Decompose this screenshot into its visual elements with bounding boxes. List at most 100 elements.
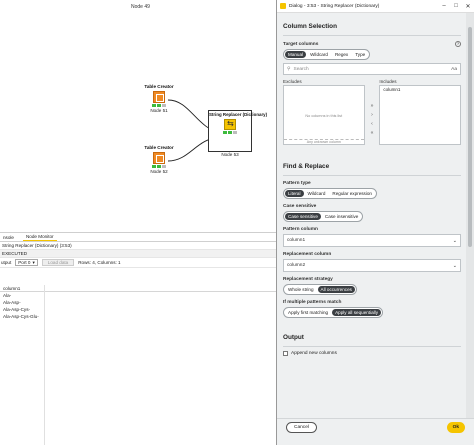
move-all-right-icon[interactable]: » [370, 103, 374, 109]
maximize-button[interactable]: □ [454, 2, 458, 9]
output-label: utput [1, 260, 12, 265]
case-insensitive-option[interactable]: Case insensitive [324, 214, 359, 219]
help-icon[interactable]: ? [455, 41, 461, 47]
case-sensitive-option[interactable]: Case sensitive [285, 213, 321, 220]
node-table-creator-52[interactable]: Table Creator Node 52 [139, 145, 179, 174]
node-status-light [152, 104, 166, 107]
excludes-label: Excludes [283, 79, 302, 84]
pattern-regex[interactable]: Regular expression [332, 191, 372, 196]
tab-console[interactable]: nsole [3, 235, 14, 240]
node-caption: Node 51 [150, 108, 168, 113]
mode-wildcard[interactable]: Wildcard [310, 52, 328, 57]
ok-button[interactable]: Ok [446, 422, 465, 433]
section-output: Output [283, 334, 304, 341]
multiple-patterns-label: If multiple patterns match [283, 300, 342, 305]
node-title: String Replacer (Dictionary) [209, 112, 268, 117]
multiple-patterns-toggle: Apply first matching Apply all sequentia… [283, 307, 383, 318]
pattern-literal[interactable]: Literal [285, 190, 304, 197]
table-row: Ala-Asp-Cys-Glu- [3, 314, 39, 319]
node-status-light [223, 131, 237, 134]
case-sensitive-label: Case sensitive [283, 204, 317, 209]
search-placeholder: Search [293, 66, 309, 72]
dialog-scrollbar[interactable] [466, 13, 474, 418]
section-find-replace: Find & Replace [283, 163, 330, 170]
target-columns-text: Target columns [283, 41, 319, 47]
table-row: Ala-Asp- [3, 300, 21, 305]
strategy-all-occurrences[interactable]: All occurrences [317, 286, 355, 293]
excludes-empty-text: No columns in this list [305, 114, 343, 118]
apply-first-matching[interactable]: Apply first matching [288, 310, 329, 315]
mode-regex[interactable]: Regex [334, 52, 349, 57]
workflow-canvas[interactable]: Node 49 Table Creator Node 51 Table Crea… [0, 0, 276, 232]
port-select-value: Port 0 [18, 260, 31, 265]
column-divider [44, 285, 45, 445]
includes-list[interactable]: column1 [379, 85, 461, 145]
replacement-strategy-label: Replacement strategy [283, 277, 333, 282]
append-columns-label: Append new columns [291, 351, 337, 356]
string-replace-icon [224, 119, 236, 130]
tab-node-monitor[interactable]: Node Monitor [22, 234, 57, 241]
table-row: Ala-Asp-Cys- [3, 307, 31, 312]
replacement-column-label: Replacement column [283, 252, 332, 257]
node-53-caption-wrap: Node 53 [208, 152, 252, 157]
twin-list: Excludes No columns in this list Any unk… [283, 79, 461, 145]
knime-icon [280, 3, 286, 9]
node-title: Table Creator [144, 145, 174, 150]
search-icon: ⚲ [287, 66, 291, 72]
node-dialog: Dialog - 3:53 - String Replacer (Diction… [276, 0, 474, 445]
rows-info: Rows: 4, Columns: 1 [78, 260, 121, 265]
table-row: Ala- [3, 293, 12, 298]
target-columns-label: Target columns ? [283, 41, 461, 47]
pattern-column-value: column1 [287, 238, 306, 243]
node-caption: Node 53 [221, 152, 239, 157]
node-label: Node 49 [131, 4, 150, 10]
replacement-column-select[interactable]: column2 ⌄ [283, 259, 461, 272]
case-toggle: Case sensitive Case insensitive [283, 211, 364, 222]
pattern-wildcard[interactable]: Wildcard [307, 191, 326, 196]
load-data-button[interactable]: Load data [41, 259, 75, 266]
chevron-down-icon: ⌄ [452, 262, 457, 269]
apply-all-sequentially[interactable]: Apply all sequentially [332, 309, 381, 316]
monitor-tabs: nsole Node Monitor [0, 233, 276, 242]
node-string-replacer-53[interactable]: String Replacer (Dictionary) [208, 110, 268, 152]
monitor-node-name: String Replacer (Dictionary) (3:53) [0, 242, 276, 250]
data-table: column1 Ala- Ala-Asp- Ala-Asp-Cys- Ala-A… [0, 285, 276, 445]
cancel-button[interactable]: Cancel [286, 422, 317, 433]
scrollbar-thumb[interactable] [468, 27, 472, 247]
append-columns-checkbox[interactable] [283, 351, 288, 356]
selection-mode-toggle: Manual Wildcard Regex Type [283, 49, 371, 60]
mode-manual[interactable]: Manual [285, 51, 307, 58]
node-status-light [152, 165, 166, 168]
port-select[interactable]: Port 0 ▾ [15, 259, 38, 266]
minimize-button[interactable]: – [442, 2, 446, 9]
node-monitor-panel: nsole Node Monitor String Replacer (Dict… [0, 232, 276, 445]
move-right-icon[interactable]: › [371, 112, 373, 118]
table-creator-icon [153, 152, 165, 164]
replacement-column-value: column2 [287, 263, 306, 268]
move-left-icon[interactable]: ‹ [371, 121, 373, 127]
monitor-status: EXECUTED [0, 250, 276, 258]
node-table-creator-51[interactable]: Table Creator Node 51 [139, 84, 179, 113]
any-unknown-column[interactable]: Any unknown column [284, 139, 364, 144]
monitor-controls: utput Port 0 ▾ Load data Rows: 4, Column… [0, 258, 276, 268]
move-buttons: » › ‹ « [368, 103, 377, 136]
pattern-type-toggle: Literal Wildcard Regular expression [283, 188, 377, 199]
append-columns-row[interactable]: Append new columns [283, 351, 461, 356]
node-caption: Node 52 [150, 169, 168, 174]
strategy-whole-string[interactable]: Whole string [288, 287, 314, 292]
strategy-toggle: Whole string All occurrences [283, 284, 357, 295]
close-button[interactable]: ✕ [465, 3, 471, 10]
dialog-footer: Cancel Ok [277, 418, 474, 445]
table-header[interactable]: column1 [0, 285, 276, 292]
list-item[interactable]: column1 [383, 87, 401, 92]
case-sensitive-toggle[interactable]: Aa [451, 66, 457, 72]
includes-label: Includes [379, 79, 397, 84]
column-search-input[interactable]: ⚲ Search Aa [283, 63, 461, 75]
section-column-selection: Column Selection [283, 23, 337, 30]
mode-type[interactable]: Type [355, 52, 366, 57]
table-creator-icon [153, 91, 165, 103]
dialog-titlebar: Dialog - 3:53 - String Replacer (Diction… [277, 0, 474, 13]
pattern-column-select[interactable]: column1 ⌄ [283, 234, 461, 247]
excludes-list[interactable]: No columns in this list Any unknown colu… [283, 85, 365, 145]
move-all-left-icon[interactable]: « [370, 130, 374, 136]
